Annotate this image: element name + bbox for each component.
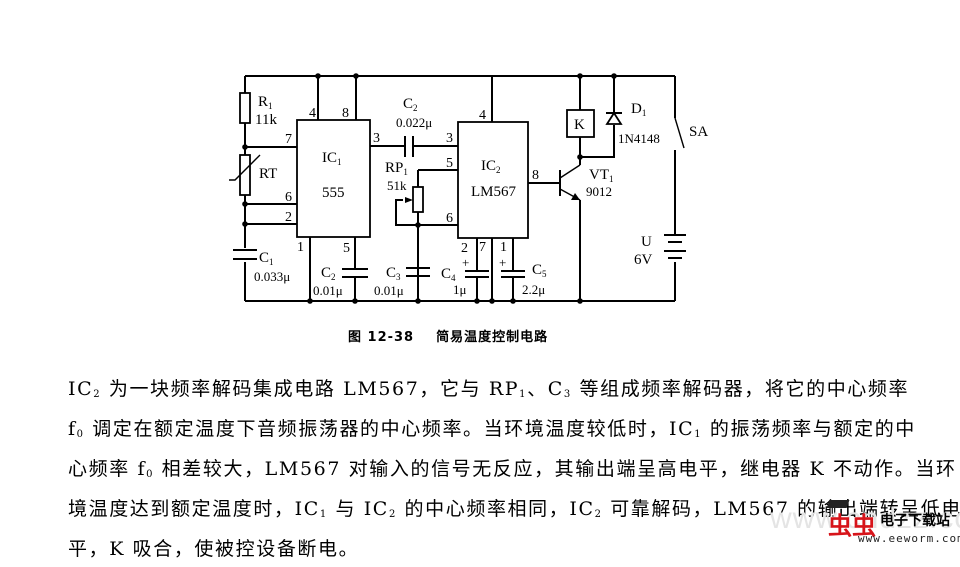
ic1-part: 555	[322, 185, 345, 201]
ic2-label: IC2	[481, 158, 501, 175]
junction-dot	[489, 298, 495, 304]
junction-dot	[577, 298, 583, 304]
junction-dot	[242, 144, 248, 150]
rp1-potentiometer	[412, 186, 424, 213]
c5-polarity: +	[499, 255, 506, 270]
c3-label: C3	[386, 265, 401, 282]
d1-label: D1	[631, 101, 646, 118]
r1-resistor	[239, 92, 251, 124]
ic2-chip	[457, 121, 529, 239]
ic1-pin-2: 2	[285, 210, 292, 225]
ic1-pin-4: 4	[309, 106, 316, 121]
ic1-pin-1: 1	[297, 240, 304, 255]
c4-value: 1μ	[453, 282, 467, 297]
junction-dot	[577, 73, 583, 79]
ic2-part: LM567	[471, 184, 517, 200]
ic2-pin-7: 7	[479, 240, 486, 255]
ic1-chip	[296, 119, 371, 238]
junction-dot	[315, 73, 321, 79]
watermark: www.cndzz.com 虫虫 电子下载站 www.eeworm.com	[770, 500, 960, 547]
watermark-url: www.eeworm.com	[858, 532, 960, 545]
junction-dot	[415, 222, 421, 228]
junction-dot	[352, 298, 358, 304]
watermark-logo: 虫虫	[828, 512, 876, 540]
paragraph-line: IC2 为一块频率解码集成电路 LM567，它与 RP1、C3 等组成频率解码器…	[68, 378, 910, 400]
c1-value: 0.033μ	[254, 269, 290, 284]
junction-dot	[415, 298, 421, 304]
figure-caption: 图 12-38 简易温度控制电路	[348, 326, 548, 345]
watermark-ghost-url: www.cndzz.com	[770, 502, 960, 535]
ic1-pin-6: 6	[285, 190, 292, 205]
ic2-pin-5: 5	[446, 156, 453, 171]
c4-label: C4	[441, 266, 456, 283]
ic1-pin-5: 5	[343, 241, 350, 256]
ic2-pin-4: 4	[479, 108, 486, 123]
vt1-emitter-arrow	[571, 193, 580, 200]
ic2-pin-1: 1	[500, 240, 507, 255]
sa-switch-blade	[674, 117, 685, 149]
junction-dot	[577, 154, 583, 160]
diode-bottom-wire	[580, 125, 615, 158]
relay-k	[566, 109, 595, 138]
paragraph-line: f0 调定在额定温度下音频振荡器的中心频率。当环境温度较低时，IC1 的振荡频率…	[68, 418, 916, 440]
ic1-label: IC1	[322, 150, 342, 167]
figure-number: 图 12-38	[348, 330, 415, 345]
vt1-value: 9012	[586, 184, 612, 199]
junction-dot	[307, 298, 313, 304]
c5-value: 2.2μ	[522, 282, 545, 297]
ic1-pin-8: 8	[342, 106, 349, 121]
ic2-pin-2: 2	[461, 241, 468, 256]
c3-value: 0.01μ	[374, 283, 404, 298]
ic2-pin-3: 3	[446, 131, 453, 146]
d1-value: 1N4148	[618, 131, 660, 146]
rt-thermistor	[239, 154, 251, 196]
junction-dot	[353, 73, 359, 79]
r1-value: 11k	[255, 112, 277, 128]
rt-label: RT	[259, 166, 277, 182]
figure-title: 简易温度控制电路	[436, 330, 549, 345]
junction-dot	[242, 221, 248, 227]
circuit-schematic: R1 11k RT C1 0.033μ IC1 555 4 8 7 6 2 1 …	[229, 73, 708, 304]
c2-coupling-label: C2	[403, 96, 418, 113]
relay-k-label: K	[574, 117, 585, 133]
battery-u-label: U	[641, 234, 652, 250]
rp1-value: 51k	[387, 178, 407, 193]
r1-label: R1	[258, 94, 273, 111]
rt-thermistor-slash	[229, 154, 261, 181]
c2-coupling-value: 0.022μ	[396, 115, 432, 130]
watermark-site-name: 电子下载站	[880, 513, 950, 529]
rp1-wiper-arrow	[405, 197, 413, 203]
paragraph-line: 境温度达到额定温度时，IC1 与 IC2 的中心频率相同，IC2 可靠解码，LM…	[68, 498, 960, 520]
c5-label: C5	[532, 262, 547, 279]
sa-label: SA	[689, 124, 708, 140]
rp1-wiper-wire	[395, 199, 418, 226]
ic2-pin-6: 6	[446, 211, 453, 226]
c4-polarity: +	[462, 255, 469, 270]
vt1-label: VT1	[589, 167, 614, 184]
battery-value: 6V	[634, 252, 653, 268]
ic1-pin-3: 3	[373, 131, 380, 146]
junctions	[242, 73, 617, 304]
wires	[244, 75, 685, 302]
vt1-collector	[559, 164, 581, 179]
ic1-pin-7: 7	[285, 132, 292, 147]
diode-triangle	[605, 111, 623, 125]
junction-dot	[474, 298, 480, 304]
paragraph-line: 心频率 f0 相差较大，LM567 对输入的信号无反应，其输出端呈高电平，继电器…	[68, 458, 957, 480]
junction-dot	[611, 73, 617, 79]
junction-dot	[242, 201, 248, 207]
ic2-pin-8: 8	[532, 168, 539, 183]
c2-bypass-value: 0.01μ	[313, 283, 343, 298]
rp1-label: RP1	[385, 160, 408, 177]
c1-label: C1	[259, 250, 274, 267]
junction-dot	[510, 298, 516, 304]
c2-bypass-label: C2	[321, 265, 336, 282]
